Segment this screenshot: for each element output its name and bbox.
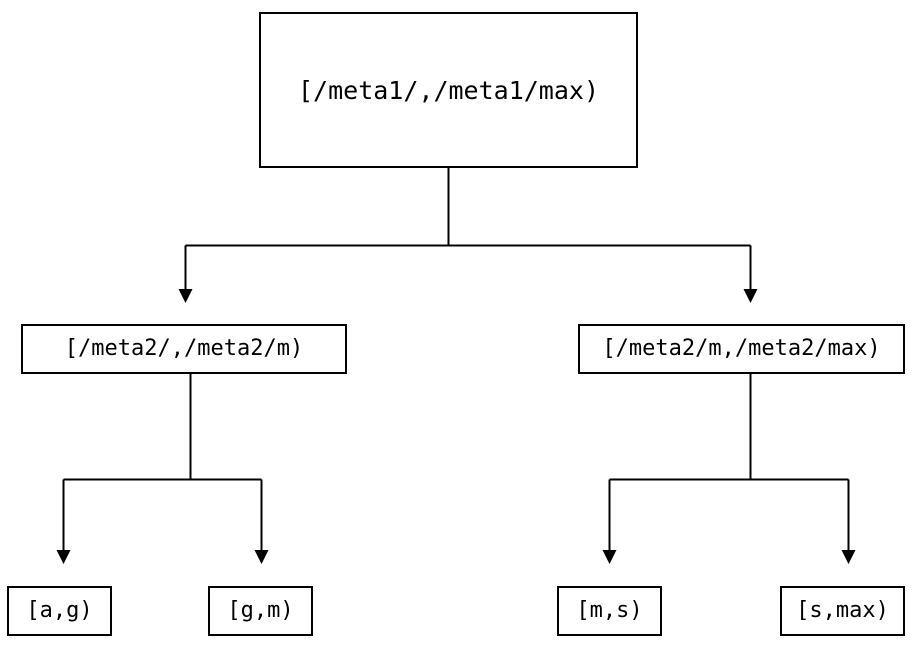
arrowhead-icon-to-leaf-ag [56,550,71,564]
tree-node-leaf-gm-label: [g,m) [227,598,294,623]
tree-node-leaf-ag[interactable]: [a,g) [7,586,112,636]
tree-node-root[interactable]: [/meta1/,/meta1/max) [259,12,638,168]
arrowhead-icon-to-meta2-low [178,289,193,303]
tree-node-meta2-high[interactable]: [/meta2/m,/meta2/max) [578,324,905,374]
tree-node-leaf-gm[interactable]: [g,m) [208,586,313,636]
tree-node-leaf-smax-label: [s,max) [796,598,889,623]
tree-node-meta2-low-label: [/meta2/,/meta2/m) [64,336,304,361]
tree-node-meta2-high-label: [/meta2/m,/meta2/max) [602,336,881,361]
tree-node-leaf-ms-label: [m,s) [576,598,643,623]
tree-node-leaf-ms[interactable]: [m,s) [557,586,662,636]
tree-node-leaf-smax[interactable]: [s,max) [780,586,905,636]
arrowhead-icon-to-leaf-ms [602,550,617,564]
tree-node-leaf-ag-label: [a,g) [26,598,93,623]
arrowhead-icon-to-meta2-high [743,289,758,303]
tree-node-root-label: [/meta1/,/meta1/max) [297,75,600,105]
tree-node-meta2-low[interactable]: [/meta2/,/meta2/m) [21,324,347,374]
arrowhead-icon-to-leaf-smax [841,550,856,564]
arrowhead-icon-to-leaf-gm [254,550,269,564]
